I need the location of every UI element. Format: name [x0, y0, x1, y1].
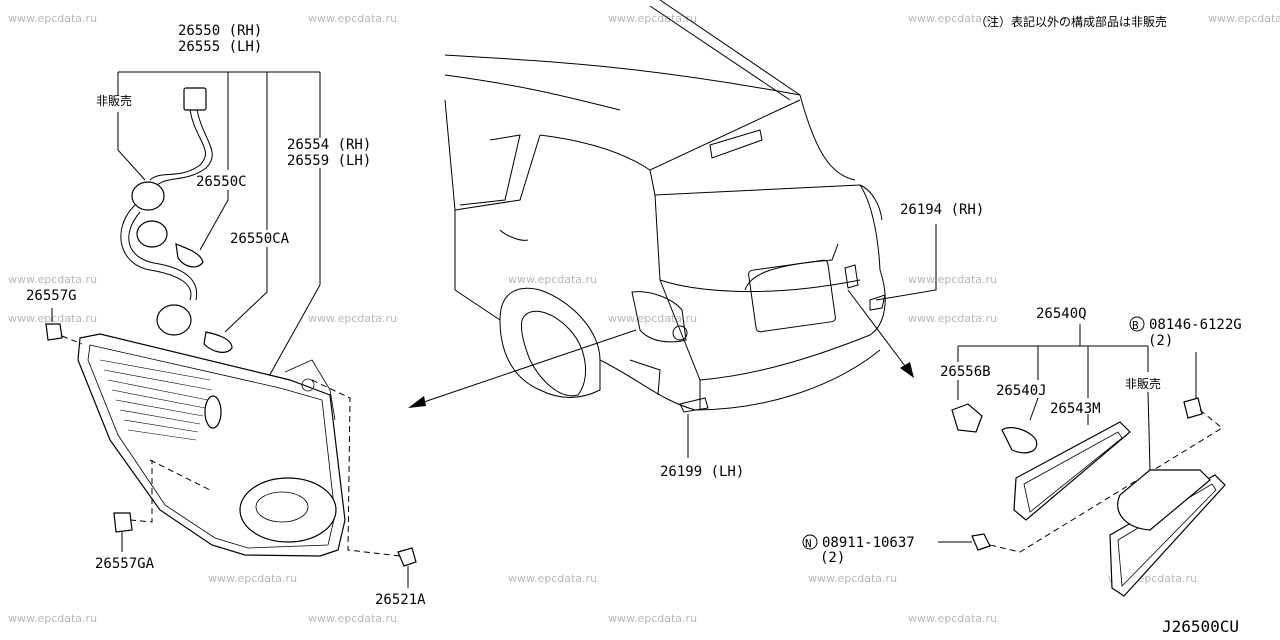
- arrow-to-lamp: [417, 329, 637, 405]
- leader-line: [199, 190, 229, 251]
- label-26521a: 26521A: [375, 592, 426, 608]
- marker-housing: [1117, 469, 1211, 531]
- label-26540j: 26540J: [996, 383, 1047, 399]
- leader-line: [267, 168, 321, 379]
- arrow-head: [900, 362, 914, 378]
- label-26556b: 26556B: [940, 364, 991, 380]
- label-26540q: 26540Q: [1036, 306, 1087, 322]
- watermark: www.epcdata.ru: [908, 273, 997, 286]
- not-sold-label: 非販売: [1125, 376, 1161, 391]
- label-26194: 26194 (RH): [900, 202, 984, 218]
- screw-26521a: [397, 547, 417, 567]
- watermark: www.epcdata.ru: [508, 572, 597, 585]
- note-text: （注）表記以外の構成部品は非販売: [975, 14, 1167, 29]
- bulb-26540j: [1001, 427, 1038, 454]
- harness-connector: [183, 87, 207, 111]
- label-bolt-qty: (2): [1148, 333, 1173, 349]
- leader-line: [1147, 391, 1151, 471]
- bolt-part: [1183, 397, 1203, 419]
- watermark: www.epcdata.ru: [908, 312, 997, 325]
- leader-line: [117, 112, 146, 181]
- watermark: www.epcdata.ru: [8, 12, 97, 25]
- bulb-socket-middle: [136, 220, 168, 248]
- watermark: www.epcdata.ru: [8, 273, 97, 286]
- watermark: www.epcdata.ru: [508, 273, 597, 286]
- watermark: www.epcdata.ru: [608, 12, 697, 25]
- watermark: www.epcdata.ru: [608, 312, 697, 325]
- watermark: www.epcdata.ru: [908, 612, 997, 625]
- clip-26557g: [45, 323, 63, 341]
- arrow-to-side-marker: [847, 289, 909, 371]
- watermark: www.epcdata.ru: [8, 612, 97, 625]
- rear-combination-lamp: [77, 333, 346, 557]
- watermark: www.epcdata.ru: [308, 12, 397, 25]
- gasket-26543m: [1013, 421, 1131, 521]
- bolt-mark-circle: [1129, 316, 1145, 332]
- bulb-socket-lower: [156, 304, 192, 336]
- nut-part: [971, 533, 991, 551]
- leader-line: [224, 247, 268, 333]
- arrow-head: [408, 396, 426, 408]
- socket-26556b: [951, 403, 983, 433]
- clip-26557ga: [113, 512, 133, 533]
- leader-line: [875, 224, 937, 301]
- nut-mark-circle: [802, 534, 818, 550]
- nut-mark: N: [805, 537, 812, 550]
- diagram-code: J26500CU: [1162, 617, 1239, 636]
- watermark: www.epcdata.ru: [208, 572, 297, 585]
- bulb-26550ca: [203, 331, 233, 353]
- watermark: www.epcdata.ru: [8, 312, 97, 325]
- label-26557ga: 26557GA: [95, 556, 155, 572]
- bolt-mark: B: [1132, 319, 1139, 332]
- watermark: www.epcdata.ru: [308, 312, 397, 325]
- bulb-socket-upper: [131, 181, 165, 211]
- watermark: www.epcdata.ru: [1208, 12, 1280, 25]
- label-26555: 26555 (LH): [178, 39, 262, 55]
- vehicle-rear-view: [444, 0, 886, 413]
- not-sold-label: 非販売: [96, 93, 132, 108]
- label-26550: 26550 (RH): [178, 23, 262, 39]
- label-nut-qty: (2): [820, 550, 845, 566]
- bulb-26550c: [175, 243, 204, 268]
- bulb-harness: [120, 87, 233, 353]
- label-26199: 26199 (LH): [660, 464, 744, 480]
- label-26543m: 26543M: [1050, 401, 1101, 417]
- watermark: www.epcdata.ru: [608, 612, 697, 625]
- label-26554: 26554 (RH): [287, 137, 371, 153]
- watermark: www.epcdata.ru: [808, 572, 897, 585]
- label-bolt-code: 08146-6122G: [1149, 317, 1242, 333]
- label-26550ca: 26550CA: [230, 231, 290, 247]
- label-nut-code: 08911-10637: [822, 535, 915, 551]
- label-26557g: 26557G: [26, 288, 77, 304]
- label-26550-group: 26550 (RH) 26555 (LH): [178, 23, 262, 55]
- watermark: www.epcdata.ru: [308, 612, 397, 625]
- label-26550c: 26550C: [196, 174, 247, 190]
- label-26559: 26559 (LH): [287, 153, 371, 169]
- leader-line: [1029, 397, 1039, 421]
- watermark: www.epcdata.ru: [908, 12, 997, 25]
